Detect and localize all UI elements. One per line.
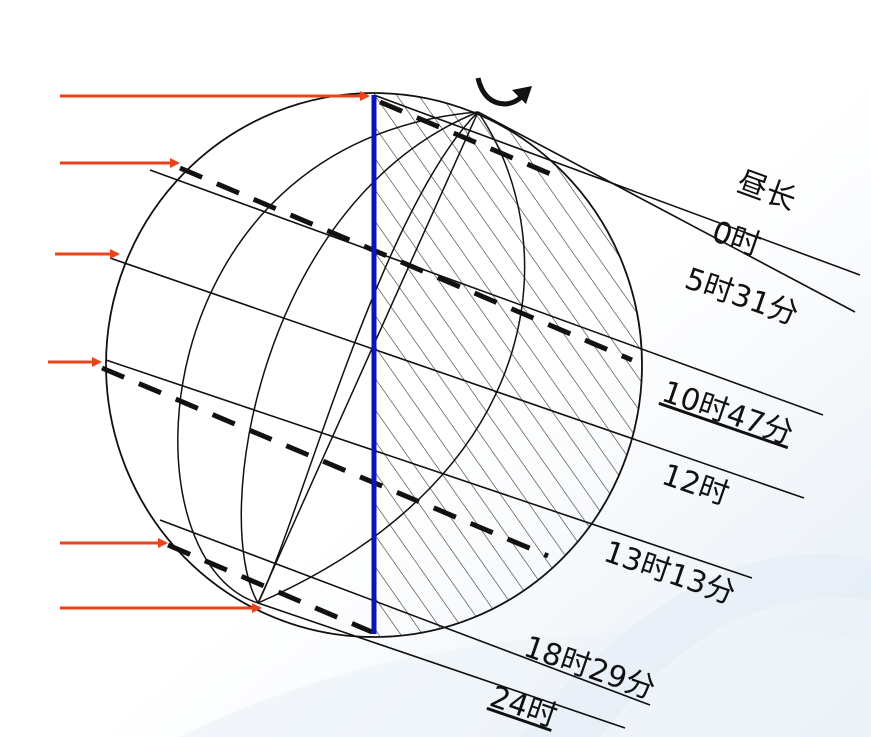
latitude-lines [105,94,861,729]
day-arc-dashes [101,99,633,635]
background-swoosh [180,630,871,737]
background-swoosh-2 [520,553,871,737]
dash-10h47m [179,165,633,363]
meridian-central [257,111,479,604]
dash-13h13m [101,365,549,559]
meridians [177,111,526,604]
parallel-13h13m [105,359,753,579]
parallel-10h47m [149,169,824,416]
parallel-18h29m [159,519,651,706]
parallel-5h31m [477,111,856,313]
globe-outline [105,92,643,638]
parallel-24h [257,602,626,729]
rotation-arrow-icon [475,77,532,107]
parallel-equator [109,257,805,499]
meridian-east-near [257,111,526,604]
meridian-west-near [240,111,479,604]
sun-rays [48,91,370,613]
dash-5h31m [379,99,561,181]
earth-axis [257,111,479,604]
